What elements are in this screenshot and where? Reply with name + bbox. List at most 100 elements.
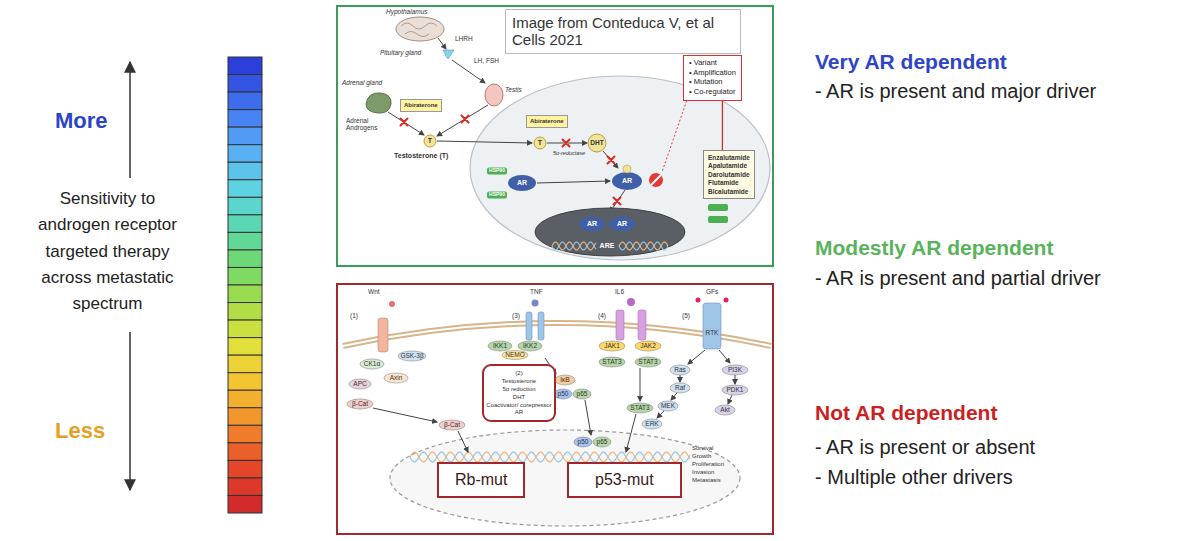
figure-label: Wnt [368,288,380,295]
pathway-arrow [438,38,446,49]
color-bar-cell [228,180,262,198]
figure-label: ERK [645,420,658,427]
signaling-arrow [373,408,437,422]
color-bar-cell [228,232,262,250]
signaling-arrow [728,395,732,404]
inhibition-mark [614,198,621,205]
figure-label: Proliferation [692,461,724,468]
pituitary-gland [443,50,454,59]
signaling-protein [715,405,735,415]
signaling-protein [722,365,748,375]
signaling-protein [349,379,371,389]
ligand [724,298,729,303]
node-text: Image from Conteduca V, et al Cells 2021 [512,14,734,49]
tier-description: - AR is present or absent [815,436,1035,459]
figure-label: AR [587,220,597,228]
figure-label: T [538,139,542,147]
signaling-protein [398,351,426,361]
mutation-box: p53-mut [567,462,682,498]
androgen-receptor [508,175,536,191]
figure-label: Growth [692,453,711,460]
axis-end-label: More [55,108,108,133]
axis-title: Sensitivity to androgen receptor targete… [30,186,185,318]
hormone-molecule [424,134,606,152]
dna-helix [619,242,668,250]
node-text: 5α reduction [486,386,552,393]
node-text: p53-mut [595,471,654,489]
pathway-arrow [603,151,618,168]
color-bar-cell [228,460,262,478]
node-text: • Amplification [689,69,736,78]
signaling-arrow [719,350,730,363]
color-bar-cell [228,373,262,391]
figure-label: LH, FSH [474,57,499,64]
figure-label: IκB [560,376,569,383]
figure-label: RTK [706,329,719,336]
pathway-arrow [388,112,424,135]
figure-label: Adrenal Androgens [346,117,386,132]
inhibition-mark [608,157,615,164]
hormone-molecule [424,135,436,147]
citation-box: Image from Conteduca V, et al Cells 2021 [505,9,741,54]
color-bar-cell [228,355,262,373]
node-text: DHT [486,394,552,401]
color-bar-cell [228,75,262,93]
signaling-protein [599,357,625,367]
dna-helix [552,242,596,250]
color-bar-cell [228,57,262,75]
signaling-arrow [640,368,641,401]
testis [485,84,503,106]
ligand [532,300,539,307]
figure-label: p50 [558,390,569,397]
spectrum-arrow [129,332,131,490]
signaling-protein [554,389,572,399]
figure-label: PDK1 [727,386,744,393]
hypothalamus-brain [396,17,444,41]
signaling-arrow [626,414,636,452]
androgen-receptor [612,172,642,190]
signaling-arrow [373,350,735,452]
androgen-receptor [579,217,605,231]
signaling-protein [642,419,662,429]
figure-label: Pituitary gland [380,49,421,56]
figure-label: APC [353,380,366,387]
figure-label: GSK-3β [400,352,423,359]
figure-label: Hypothalamus [386,8,428,15]
figure-label: MEK [661,402,675,409]
node-text: • Mutation [689,78,736,87]
node-text: Coactivator/ corepressor [486,402,552,409]
figure-label: AR [617,220,627,228]
signaling-protein [347,341,748,447]
figure-label: LHRH [455,35,473,42]
mutation-box: Rb-mut [437,462,525,498]
dna-helix [410,452,690,462]
pathway-arrow [437,141,532,143]
signaling-protein [360,359,384,369]
color-bar-cell [228,162,262,180]
figure-label: HSP90 [489,192,505,198]
node-text: Bicalutamide [708,188,750,195]
color-bar-cell [228,320,262,338]
figure-label: p50 [578,438,589,445]
signaling-protein [599,341,625,351]
color-bar-cell [228,478,262,496]
color-bar-cell [228,92,262,110]
figure-label: Ras [674,366,686,373]
figure-label: ARE [600,242,615,250]
membrane-receptor [616,310,624,340]
hormone-molecule [588,134,606,152]
figure-label: (3) [512,312,520,319]
signaling-protein [670,383,690,393]
dna-helix [410,452,690,462]
androgen-pathway-box: (2)Testosterone5α reductionDHTCoactivato… [482,364,556,422]
signaling-protein [518,341,542,351]
membrane-receptor [638,310,646,340]
signaling-arrow [585,400,591,435]
color-bar-cell [228,215,262,233]
figure-label: JAK2 [640,342,656,349]
figure-label: (4) [598,312,606,319]
dna-helix [552,242,596,250]
signaling-protein [635,357,661,367]
resistance-list-box: • Variant• Amplification• Mutation• Co-r… [683,55,742,101]
figure-label: TNF [530,288,543,295]
